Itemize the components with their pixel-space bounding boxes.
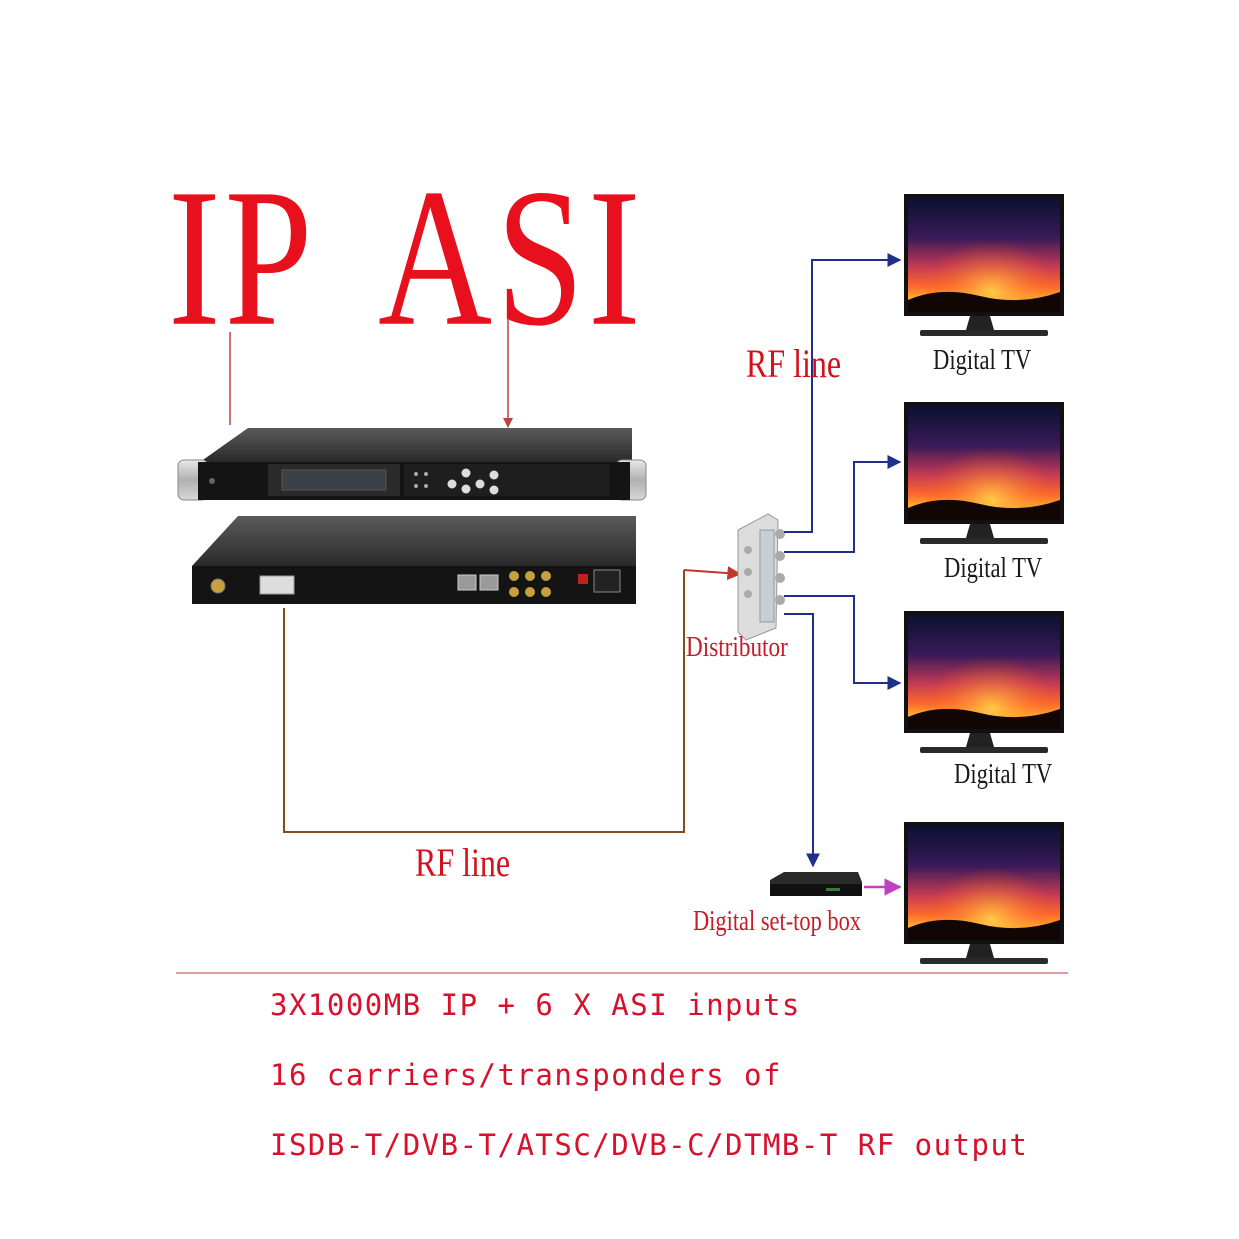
spec-line-2: 16 carriers/transponders of	[270, 1058, 782, 1092]
asi-title: ASI	[378, 148, 645, 368]
line-to-set-top-box	[784, 613, 820, 868]
tv-label-1: Digital TV	[933, 344, 1032, 376]
set-top-box-label: Digital set-top box	[693, 906, 861, 937]
tv-label-3: Digital TV	[954, 758, 1053, 790]
line-to-tv-1	[784, 253, 902, 533]
rf-line-label-bottom: RF line	[415, 840, 511, 885]
device-rear-panel	[192, 516, 636, 604]
ip-title: IP	[168, 148, 317, 368]
spec-line-1: 3X1000MB IP + 6 X ASI inputs	[270, 988, 801, 1022]
asi-pointer-arrowhead	[503, 418, 513, 428]
tv-monitor-1	[904, 194, 1064, 336]
line-to-tv-3	[784, 595, 902, 690]
rf-cable-device	[283, 570, 685, 833]
spec-line-3: ISDB-T/DVB-T/ATSC/DVB-C/DTMB-T RF output	[270, 1128, 1029, 1162]
tv-monitor-3	[904, 611, 1064, 753]
tv-label-2: Digital TV	[944, 552, 1043, 584]
tv-monitor-4	[904, 822, 1064, 964]
distributor-label: Distributor	[686, 631, 788, 663]
device-front-panel	[177, 428, 647, 501]
tv-monitor-2	[904, 402, 1064, 544]
set-top-box-device	[770, 872, 862, 896]
rf-line-label-top: RF line	[746, 341, 842, 386]
line-to-tv-2	[784, 455, 902, 553]
distributor-device	[737, 513, 785, 641]
rf-cable-arrow	[683, 566, 742, 581]
